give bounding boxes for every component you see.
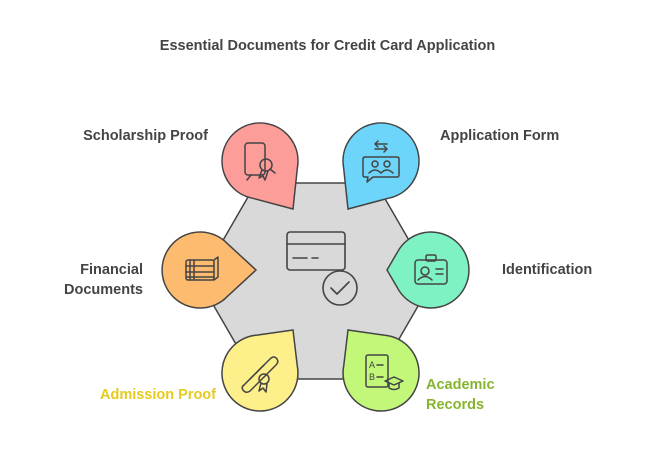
people-chat-icon	[362, 140, 400, 183]
money-stack-icon	[185, 256, 219, 281]
id-card-icon	[414, 254, 448, 285]
label-admission-proof: Admission Proof	[99, 387, 216, 403]
petal-application-form	[342, 122, 420, 210]
credit-card-check-icon	[286, 231, 358, 306]
petal-shape-admission-proof	[221, 329, 299, 412]
label-academic-records: Academic Records	[426, 377, 495, 413]
diploma-icon	[241, 356, 279, 394]
svg-text:B: B	[369, 372, 375, 382]
label-financial-documents: Financial Documents	[64, 262, 143, 298]
petal-identification	[386, 231, 470, 309]
diagram-title: Essential Documents for Credit Card Appl…	[159, 38, 496, 54]
document-certificate-icon	[244, 142, 276, 181]
label-identification: Identification	[502, 262, 593, 278]
petal-shape-academic-records	[342, 329, 420, 412]
petal-shape-application-form	[342, 122, 420, 210]
petal-admission-proof	[221, 329, 299, 412]
petal-financial-documents	[161, 231, 258, 309]
petal-scholarship-proof	[221, 122, 299, 210]
label-scholarship-proof: Scholarship Proof	[83, 128, 208, 144]
petal-shape-financial-documents	[161, 231, 258, 309]
grade-sheet-icon: AB	[365, 354, 404, 391]
petal-academic-records: AB	[342, 329, 420, 412]
petal-shape-identification	[386, 231, 470, 309]
svg-text:A: A	[369, 360, 375, 370]
label-application-form: Application Form	[440, 128, 560, 144]
